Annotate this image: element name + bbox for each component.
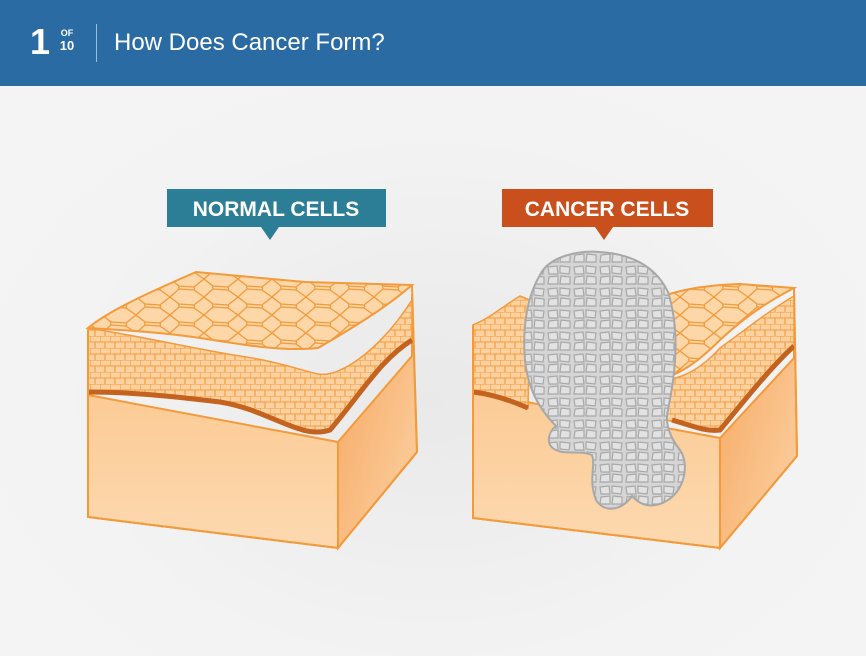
- cancer-cells-label-text: CANCER CELLS: [525, 198, 690, 221]
- cancer-skin-block: [473, 252, 797, 548]
- normal-skin-block: [88, 272, 417, 548]
- cancer-cells-label: CANCER CELLS: [502, 189, 713, 240]
- normal-cells-label-text: NORMAL CELLS: [193, 198, 359, 221]
- normal-cells-label: NORMAL CELLS: [167, 189, 386, 240]
